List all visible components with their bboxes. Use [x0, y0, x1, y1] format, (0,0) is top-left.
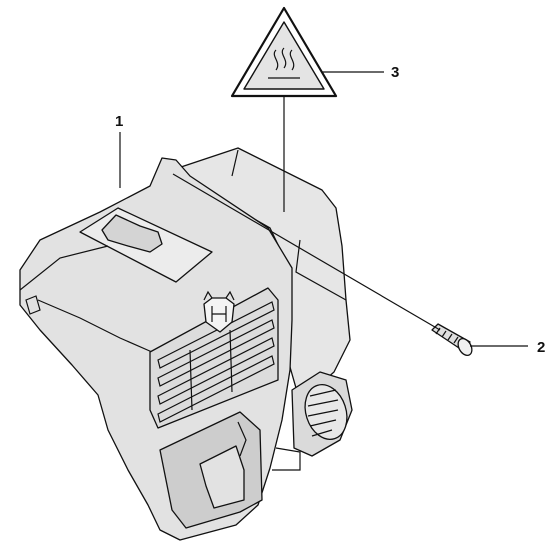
leader-lines: [119, 71, 528, 347]
leader-line-2-axis: [172, 173, 441, 331]
callout-3: 3: [391, 64, 399, 81]
engine-cover-part: [19, 147, 353, 541]
callout-2: 2: [537, 339, 545, 356]
screw-icon: [431, 323, 473, 357]
grille-slats: [157, 301, 275, 423]
hot-surface-warning-icon: [230, 6, 338, 98]
husqvarna-logo-icon: [203, 290, 235, 333]
callout-1: 1: [115, 113, 123, 130]
